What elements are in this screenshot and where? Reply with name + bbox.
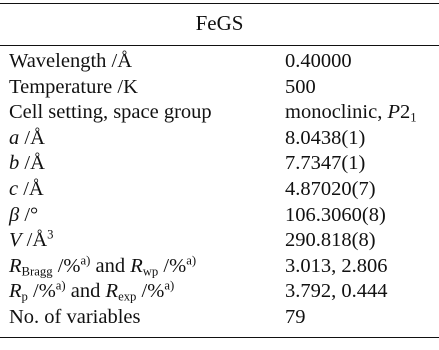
label-r2-subscript: wp: [142, 264, 159, 279]
label-and: and: [65, 280, 106, 303]
bottom-rule: [0, 337, 439, 338]
table-row-rbragg-rwp: RBragg /%a) and Rwp /%a) 3.013, 2.806: [0, 254, 439, 280]
label-unit: /Å: [19, 152, 45, 175]
table-row-c: c /Å 4.87020(7): [0, 177, 439, 203]
label-r2-unit: /%: [158, 254, 187, 277]
row-label: No. of variables: [9, 305, 141, 328]
row-value: 3.792, 0.444: [285, 280, 388, 303]
label-r2-unit: /%: [136, 280, 165, 303]
label-r1: R: [9, 280, 22, 303]
row-label: β /°: [9, 203, 38, 229]
row-label: c /Å: [9, 177, 44, 203]
label-r2: R: [105, 280, 119, 303]
table-row-beta: β /° 106.3060(8): [0, 203, 439, 229]
label-r2-footnote: a): [186, 253, 197, 268]
row-label: b /Å: [9, 151, 45, 177]
table-row-rp-rexp: Rp /%a) and Rexp /%a) 3.792, 0.444: [0, 279, 439, 305]
value-subscript: 1: [410, 110, 417, 125]
table-row-space-group: Cell setting, space group monoclinic, P2…: [0, 100, 439, 126]
row-value: 290.818(8): [285, 229, 376, 252]
label-unit: /Å: [18, 177, 44, 200]
label-r2: R: [130, 254, 143, 277]
label-variable: V: [9, 229, 22, 252]
label-r1-subscript: Bragg: [21, 264, 53, 279]
row-value: 8.0438(1): [285, 126, 366, 149]
row-value: 106.3060(8): [285, 203, 386, 226]
label-variable: b: [9, 152, 20, 175]
label-variable: a: [9, 126, 20, 149]
label-r1: R: [9, 254, 22, 277]
label-unit: /Å: [19, 126, 45, 149]
row-label: Temperature /K: [9, 75, 138, 98]
row-value: monoclinic, P21: [285, 100, 417, 126]
label-r1-unit: /%: [52, 254, 81, 277]
row-value: 0.40000: [285, 50, 352, 72]
table-row-a: a /Å 8.0438(1): [0, 126, 439, 152]
label-unit: /Å: [21, 229, 48, 252]
row-label: V /Å3: [9, 228, 54, 254]
label-unit: /°: [19, 203, 39, 226]
value-suffix: 2: [400, 101, 411, 124]
label-variable: c: [9, 177, 19, 200]
row-label: Rp /%a) and Rexp /%a): [9, 279, 174, 305]
top-rule: [0, 3, 439, 4]
header-rule: [0, 45, 439, 46]
value-prefix: monoclinic,: [285, 101, 388, 124]
row-value: 79: [285, 305, 306, 328]
table-row-variables: No. of variables 79: [0, 305, 439, 331]
row-value: 500: [285, 75, 316, 98]
row-label: RBragg /%a) and Rwp /%a): [9, 254, 196, 280]
label-superscript: 3: [47, 227, 54, 242]
label-r1-footnote: a): [55, 278, 66, 293]
table-row-b: b /Å 7.7347(1): [0, 151, 439, 177]
row-value: 4.87020(7): [285, 177, 376, 200]
row-label: a /Å: [9, 126, 45, 152]
row-value: 3.013, 2.806: [285, 254, 388, 277]
row-label: Wavelength /Å: [9, 50, 133, 72]
label-r2-subscript: exp: [118, 289, 137, 304]
row-value: 7.7347(1): [285, 152, 366, 175]
table-row-temperature: Temperature /K 500: [0, 75, 439, 101]
label-r1-unit: /%: [27, 280, 56, 303]
table-title: FeGS: [195, 11, 244, 35]
label-r1-subscript: p: [21, 289, 28, 304]
table-row-wavelength: Wavelength /Å 0.40000: [0, 49, 439, 75]
label-variable: β: [9, 203, 20, 226]
row-label: Cell setting, space group: [9, 101, 212, 124]
value-italic: P: [387, 101, 401, 124]
table-row-volume: V /Å3 290.818(8): [0, 228, 439, 254]
label-r1-footnote: a): [80, 253, 91, 268]
label-and: and: [90, 254, 131, 277]
label-r2-footnote: a): [164, 278, 175, 293]
table-body: Wavelength /Å 0.40000 Temperature /K 500…: [0, 49, 439, 331]
